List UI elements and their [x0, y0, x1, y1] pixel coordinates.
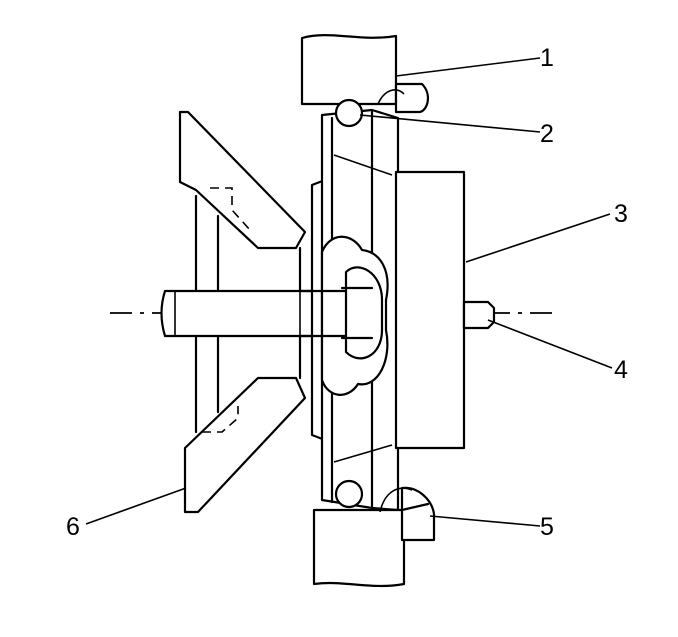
callout-6: 6 — [66, 513, 80, 541]
lower-o-ring — [334, 479, 364, 509]
leader-5 — [429, 515, 541, 527]
callout-5: 5 — [540, 513, 554, 541]
lower-housing — [312, 486, 436, 588]
callout-4: 4 — [614, 356, 628, 384]
leader-6 — [85, 487, 187, 525]
callout-2: 2 — [540, 120, 554, 148]
upper-housing — [300, 34, 429, 114]
callout-1: 1 — [540, 44, 554, 72]
leader-3 — [465, 213, 611, 263]
adapter-disc — [394, 170, 466, 450]
callout-3: 3 — [614, 200, 628, 228]
pilot-stud — [462, 300, 496, 330]
upper-o-ring — [334, 98, 364, 128]
leader-4 — [487, 319, 613, 369]
puller-screw — [160, 289, 332, 338]
hub-center — [344, 266, 384, 360]
leader-1 — [395, 57, 541, 77]
leader-2 — [359, 114, 541, 133]
